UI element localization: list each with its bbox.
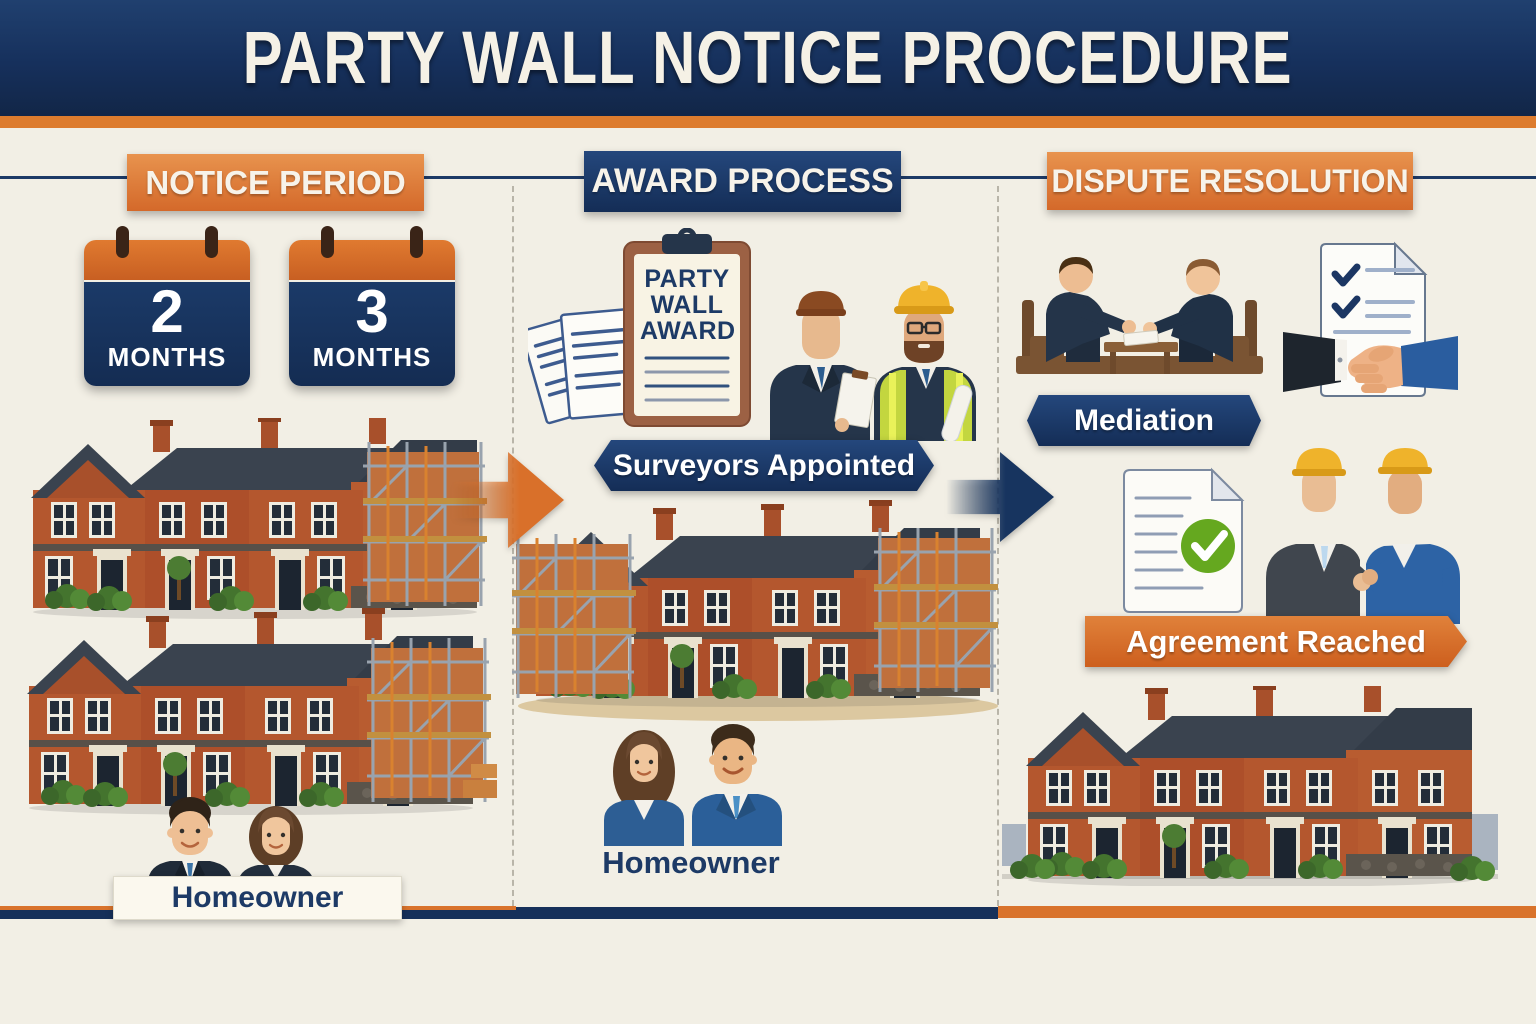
calendar-3-months-icon: 3 MONTHS: [289, 226, 455, 386]
header-dispute-resolution: DISPUTE RESOLUTION: [1047, 152, 1413, 210]
approved-document-icon: [1116, 466, 1258, 616]
calendar-peg: [205, 226, 218, 258]
mediation-meeting-illustration: [1012, 238, 1267, 400]
calendar-2-months-icon: 2 MONTHS: [84, 226, 250, 386]
calendar-unit: MONTHS: [107, 342, 227, 372]
documents-icon: [528, 292, 656, 454]
title-banner: PARTY WALL NOTICE PROCEDURE: [0, 0, 1536, 116]
completed-terraced-houses-illustration: [1002, 686, 1498, 886]
surveyors-appointed-banner: Surveyors Appointed: [594, 440, 934, 491]
calendar-header: [84, 240, 250, 280]
builders-handshake-illustration: [1258, 436, 1468, 624]
houses-under-construction-illustration: [512, 498, 1004, 726]
flow-arrow-icon: [946, 452, 1054, 542]
surveyors-illustration: [762, 243, 980, 441]
mediation-label: Mediation: [1027, 395, 1261, 446]
mediation-banner: Mediation: [1027, 395, 1261, 446]
party-wall-award-clipboard-icon: PARTY WALL AWARD: [620, 228, 754, 430]
calendar-peg: [321, 226, 334, 258]
clipboard-title: PARTY WALL AWARD: [640, 265, 736, 345]
calendar-number: 3: [355, 278, 389, 345]
homeowner-couple-illustration: [582, 708, 800, 846]
title-accent-stripe: [0, 116, 1536, 128]
terraced-houses-construction-illustration: [15, 608, 507, 823]
column-divider-1: [512, 186, 514, 906]
bottom-stripe-center-navy: [516, 907, 998, 919]
homeowner-label: Homeowner: [113, 876, 402, 920]
flow-arrow-icon: [452, 452, 564, 548]
calendar-header: [289, 240, 455, 280]
terraced-houses-scaffolding-illustration: [25, 418, 490, 623]
agreement-reached-label: Agreement Reached: [1085, 616, 1467, 667]
agreement-reached-banner: Agreement Reached: [1085, 616, 1467, 667]
agreement-checklist-handshake-icon: [1283, 240, 1458, 438]
header-award-process: AWARD PROCESS: [584, 151, 901, 212]
calendar-number: 2: [150, 278, 184, 345]
header-notice-period: NOTICE PERIOD: [127, 154, 424, 211]
surveyors-appointed-label: Surveyors Appointed: [594, 440, 934, 491]
calendar-peg: [410, 226, 423, 258]
homeowner-label: Homeowner: [602, 845, 780, 880]
bottom-stripe-right-orange: [998, 906, 1536, 918]
page-title: PARTY WALL NOTICE PROCEDURE: [243, 16, 1293, 100]
calendar-unit: MONTHS: [312, 342, 432, 372]
calendar-peg: [116, 226, 129, 258]
column-divider-2: [997, 186, 999, 906]
